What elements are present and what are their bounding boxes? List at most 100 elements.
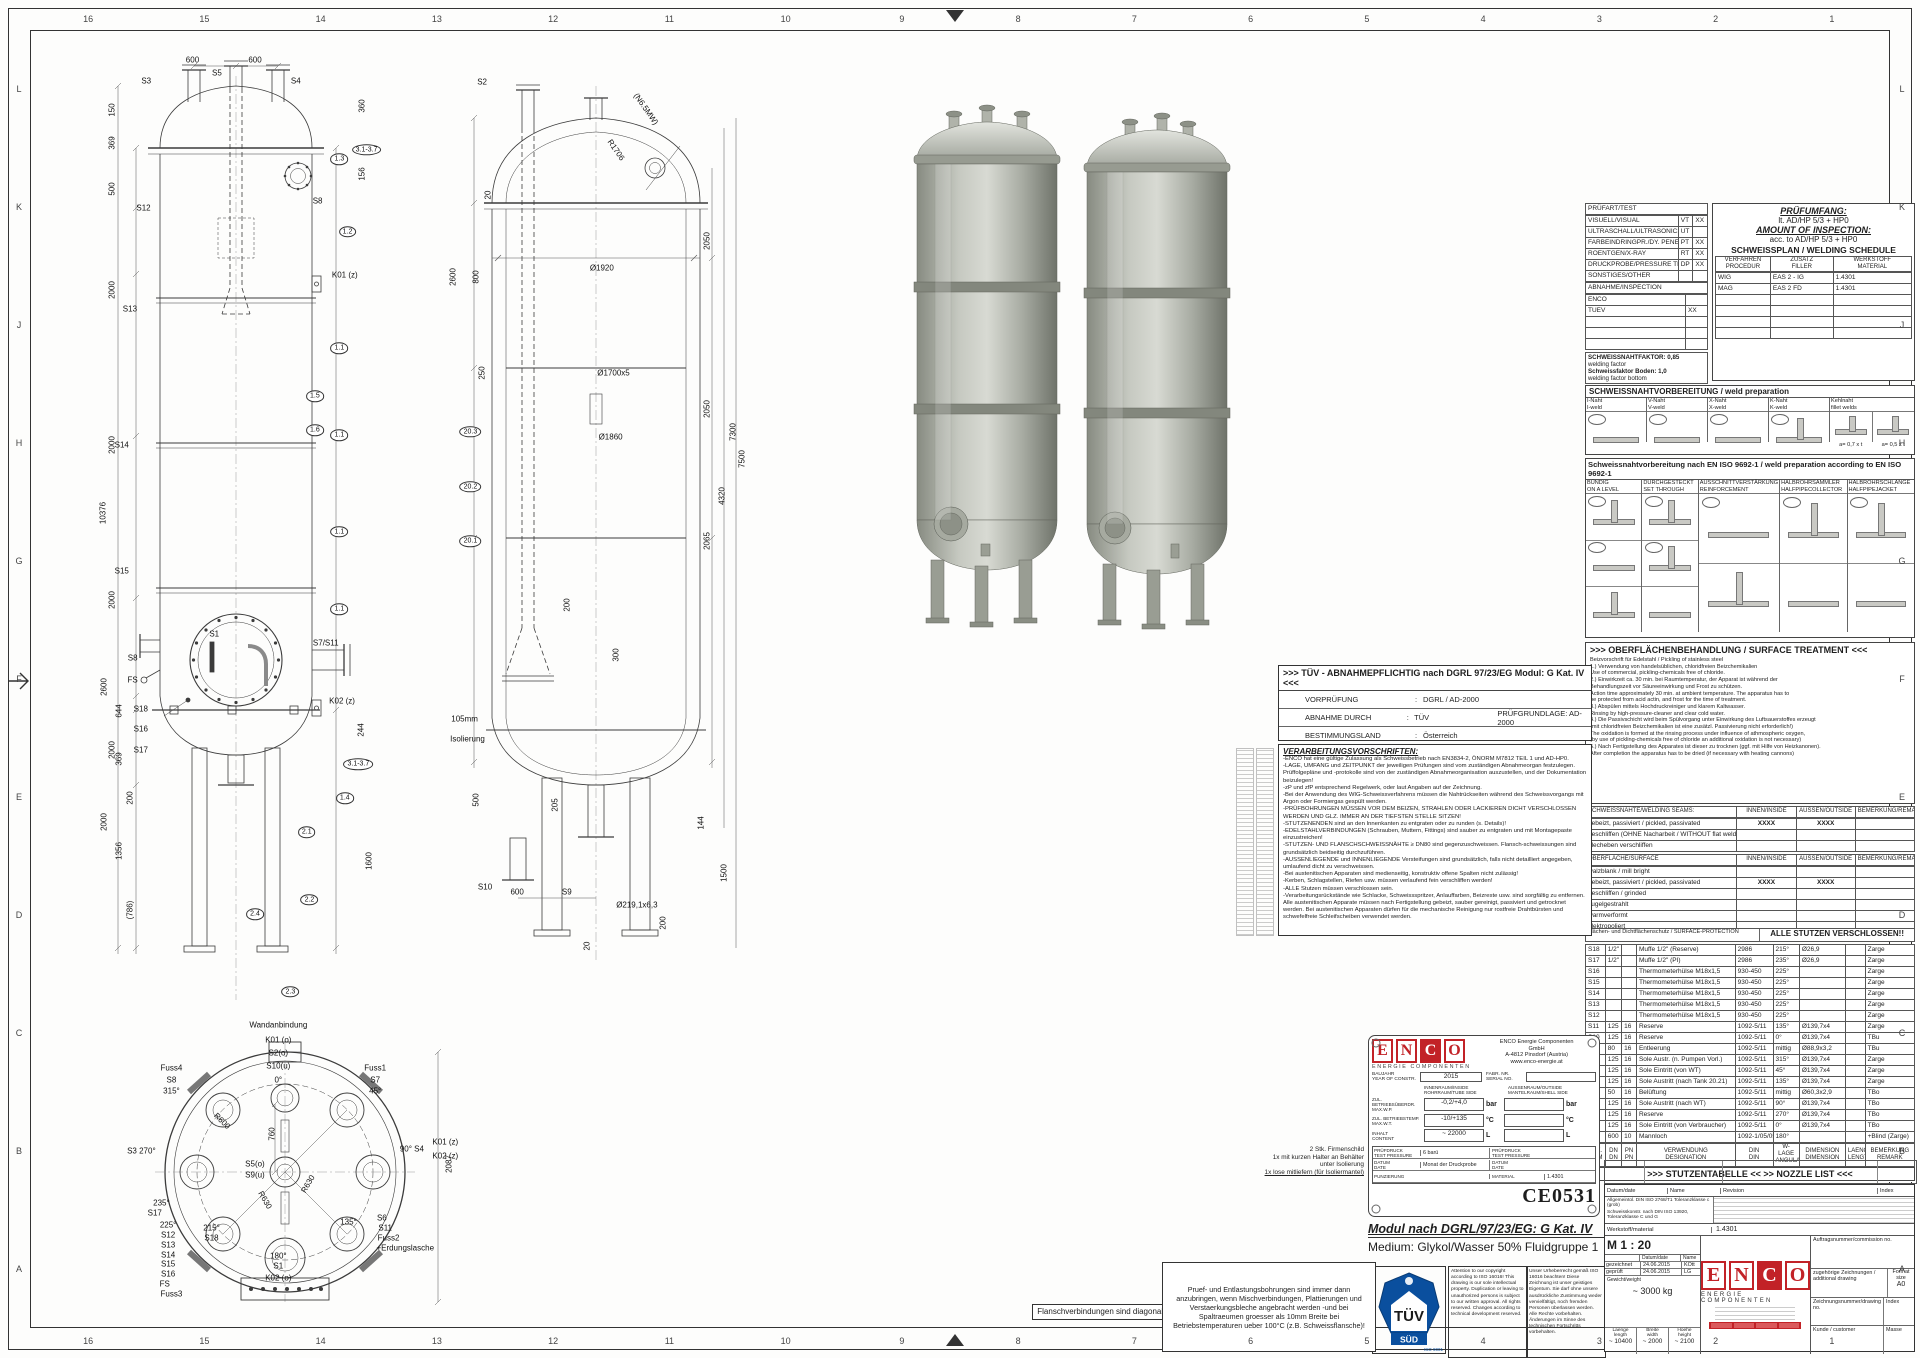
dim-label: 369 (107, 136, 117, 150)
dim-label: S1 (273, 1261, 284, 1271)
surface-treatment-line: The oxidation is formed at the rinsing p… (1590, 730, 1806, 737)
dim-label: S1 (209, 629, 220, 639)
dim-label: Isolierung (450, 734, 485, 744)
nozzle-pn (1621, 977, 1637, 989)
nozzle-angle: 225° (1772, 1010, 1800, 1022)
balloon-label: 2.3 (281, 986, 300, 998)
nozzle-pn (1621, 988, 1637, 1000)
dim-label: 0° (274, 1075, 283, 1085)
surface-inside-val (1736, 888, 1797, 900)
dim-label: S9 (561, 887, 572, 897)
grid-ref-label: 16 (83, 14, 94, 24)
nozzle-dn: 125 (1604, 1021, 1623, 1033)
tb-height-label: Hoehe height (1677, 1328, 1692, 1338)
balloon-label: 2.1 (297, 826, 316, 838)
dim-label: S16 (133, 724, 148, 734)
grid-ref-label: 13 (431, 1336, 442, 1346)
dim-label: S2(o) (268, 1048, 289, 1058)
test-hole-note: Pruef- und Entlastungsbohrungen sind imm… (1162, 1262, 1376, 1352)
weld-detail-sketch (1647, 412, 1707, 456)
grid-ref-label: G (15, 556, 23, 566)
np-foot-label-1: DATUM DATE (1374, 1159, 1390, 1170)
weld-filler (1769, 305, 1834, 318)
nozzle-angle: 180° (1772, 1131, 1800, 1143)
dim-label: K02 (z) (329, 696, 355, 706)
balloon-label: 3.1-3.7 (343, 758, 374, 771)
weld-detail-sketch (1698, 494, 1780, 564)
dim-label: S7/S11 (312, 638, 339, 648)
weldprep-col-v: V-Naht V-weld (1647, 398, 1707, 413)
nozzle-din: 2986 (1734, 955, 1774, 967)
nozzle-length (1844, 1021, 1866, 1033)
weld-detail-sketch (1873, 412, 1915, 442)
nozzle-dn (1604, 988, 1623, 1000)
tuev-row-value: DGRL / AD-2000 (1423, 695, 1479, 704)
np-foot-value-2: 1.4301 (1544, 1173, 1595, 1180)
nozzle-length (1844, 1109, 1866, 1121)
dim-label: 600 (248, 55, 262, 65)
nozzle-pn: 16 (1621, 1054, 1637, 1066)
dim-label: 644 (114, 704, 124, 718)
nozzle-angle: 0° (1772, 1032, 1800, 1044)
seam-finish: blecheben verschliffen (1584, 840, 1738, 852)
vertical-note-illegible (1256, 748, 1274, 936)
nozzle-length (1844, 1076, 1866, 1088)
tb-roughness-symbols (1714, 1197, 1914, 1223)
tuv-sued-logo: TÜV SÜD ISO 9001 (1372, 1266, 1446, 1354)
enco-letter: C (1420, 1039, 1441, 1063)
tb-index: Index (1886, 1298, 1900, 1305)
seam-inside-val: XXXX (1736, 818, 1797, 830)
dim-label: 90° S4 (399, 1144, 424, 1154)
dim-label: S5(o) (245, 1159, 265, 1169)
tuev-row-value: TÜV (1414, 713, 1430, 722)
balloon-label: 1.4 (335, 792, 354, 804)
nozzle-item: S12 (1585, 1010, 1606, 1022)
nozzle-angle: 270° (1772, 1109, 1800, 1121)
weld-procedure (1715, 316, 1771, 329)
weld-prep-title: SCHWEISSNAHTVORBEREITUNG / weld preparat… (1586, 386, 1914, 398)
dim-label: S10 (477, 882, 493, 892)
balloon-label: 20.1 (459, 535, 482, 547)
surf-col-remarks: BEMERKUNG/REMARKS (1854, 854, 1916, 866)
tb-masse: Masse (1886, 1327, 1902, 1334)
surface-treatment-text: Beizvorschrift für Edelstahl / Pickling … (1590, 657, 1910, 758)
nozzle-din: 1092-5/11 (1734, 1021, 1774, 1033)
nozzle-angle: 235° (1772, 955, 1800, 967)
np-foot-value-1: Monat der Druckprobe (1420, 1161, 1489, 1168)
surface-treatment-title: >>> OBERFLÄCHENBEHANDLUNG / SURFACE TREA… (1590, 645, 1868, 655)
weld-procedure: MAG (1715, 283, 1771, 296)
surface-treatment-panel: >>> OBERFLÄCHENBEHANDLUNG / SURFACE TREA… (1585, 642, 1915, 804)
weld-factor-en: welding factor (1588, 361, 1627, 368)
weld-filler: EAS 2 - IG (1769, 272, 1834, 285)
dim-label: 4320 (717, 486, 727, 505)
title-block: Datum/date Name Revision Index Allgemein… (1604, 1184, 1915, 1354)
test-table-title: PRÜFART/TEST (1585, 203, 1708, 215)
dim-label: S11 (378, 1223, 393, 1233)
grid-ref-label: 14 (315, 1336, 326, 1346)
surface-treatment-line: Action time approximately 30 min. at amb… (1590, 690, 1790, 697)
tb-rev-revision: Revision (1721, 1187, 1878, 1194)
nameplate-value-rows: ZUL. BETRIEBSÜBERDR. MAX.W.P. -0,2/+4,0 … (1372, 1097, 1596, 1142)
tb-enco-address-illegible (1715, 1306, 1796, 1320)
surface-outside-val (1795, 910, 1856, 922)
grid-ref-label: K (1898, 202, 1906, 212)
dim-label: 2600 (448, 268, 458, 287)
all-nozzles-closed-note: ALLE STUTZEN VERSCHLOSSEN!! (1770, 929, 1904, 938)
tb-checked-by: LG (1681, 1269, 1700, 1275)
nozzle-angle: 215° (1772, 944, 1800, 956)
nozzle-angle: 315° (1772, 1054, 1800, 1066)
grid-ref-label: D (1898, 910, 1906, 920)
test-method: VISUELL/VISUAL (1585, 215, 1679, 227)
np-company-2: GmbH (1528, 1045, 1545, 1052)
dim-label: S16 (160, 1269, 176, 1279)
dim-label: S18 (133, 704, 148, 714)
grid-ref-label: C (1898, 1028, 1906, 1038)
nozzle-item: S16 (1585, 966, 1606, 978)
grid-ref-label: 12 (548, 14, 559, 24)
pruefumfang-value: lt. AD/HP 5/3 + HP0 (1778, 216, 1849, 225)
